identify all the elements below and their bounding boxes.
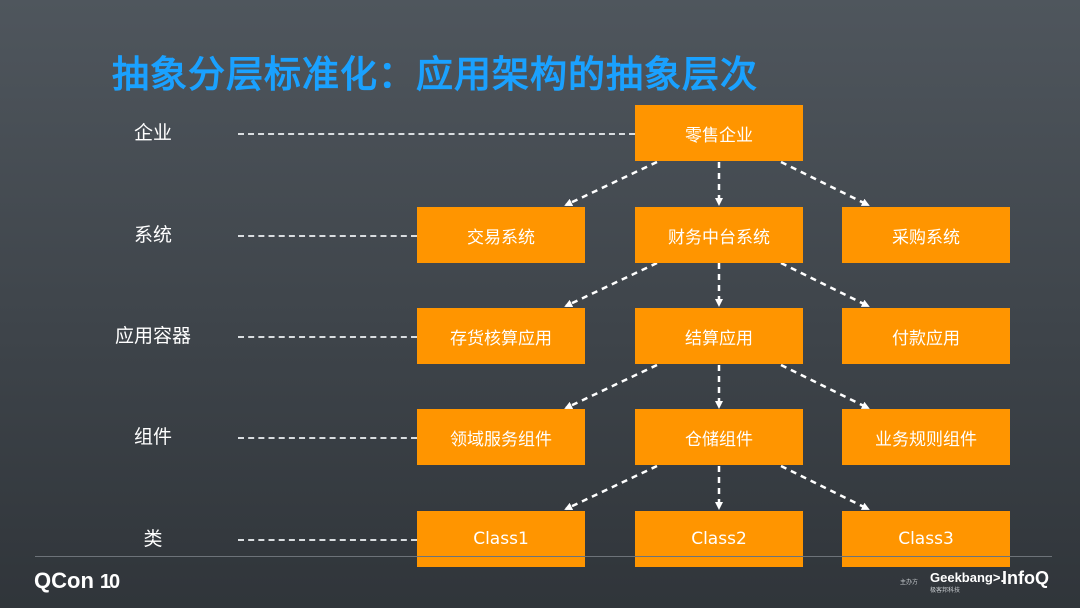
node-repository-component: 仓储组件 (635, 409, 803, 465)
qcon-10-badge: 10 (99, 571, 120, 593)
node-domain-service-component: 领域服务组件 (417, 409, 585, 465)
arrow-settlement-to-domain (564, 363, 658, 410)
arrow-enterprise-to-procurement (780, 160, 870, 207)
footer-divider (35, 556, 1052, 557)
level-guide-line-component (238, 437, 417, 439)
level-label-class: 类 (143, 528, 163, 550)
node-class3: Class3 (842, 511, 1010, 567)
arrow-repository-to-class3 (780, 464, 870, 511)
node-procurement-system: 采购系统 (842, 207, 1010, 263)
arrow-enterprise-to-trading (564, 160, 658, 207)
level-guide-line-enterprise (238, 133, 635, 135)
node-settlement-app: 结算应用 (635, 308, 803, 364)
level-label-enterprise: 企业 (133, 122, 172, 144)
slide-title: 抽象分层标准化：应用架构的抽象层次 (112, 53, 758, 96)
level-label-component: 组件 (133, 426, 172, 448)
node-trading-system: 交易系统 (417, 207, 585, 263)
node-retail-enterprise: 零售企业 (635, 105, 803, 161)
level-guide-line-class (238, 539, 417, 541)
level-label-app-container: 应用容器 (114, 325, 191, 347)
node-payment-app: 付款应用 (842, 308, 1010, 364)
level-label-system: 系统 (133, 224, 172, 246)
geekbang-subtitle: 极客邦科技 (930, 587, 961, 594)
arrow-finance-to-payment (780, 261, 870, 308)
geekbang-logo: Geekbang>. (930, 570, 1005, 585)
arrow-settlement-to-rules (780, 363, 870, 410)
qcon-logo-text: QCon (34, 568, 94, 593)
node-business-rule-component: 业务规则组件 (842, 409, 1010, 465)
level-guide-line-system (238, 235, 417, 237)
sponsor-tag: 主办方 (900, 579, 919, 586)
node-class1: Class1 (417, 511, 585, 567)
node-inventory-accounting-app: 存货核算应用 (417, 308, 585, 364)
level-guide-line-app-container (238, 336, 417, 338)
node-class2: Class2 (635, 511, 803, 567)
arrow-finance-to-inventory (564, 261, 658, 308)
arrow-repository-to-class1 (564, 464, 658, 511)
node-finance-platform-system: 财务中台系统 (635, 207, 803, 263)
infoq-logo: InfoQ (1002, 568, 1049, 588)
